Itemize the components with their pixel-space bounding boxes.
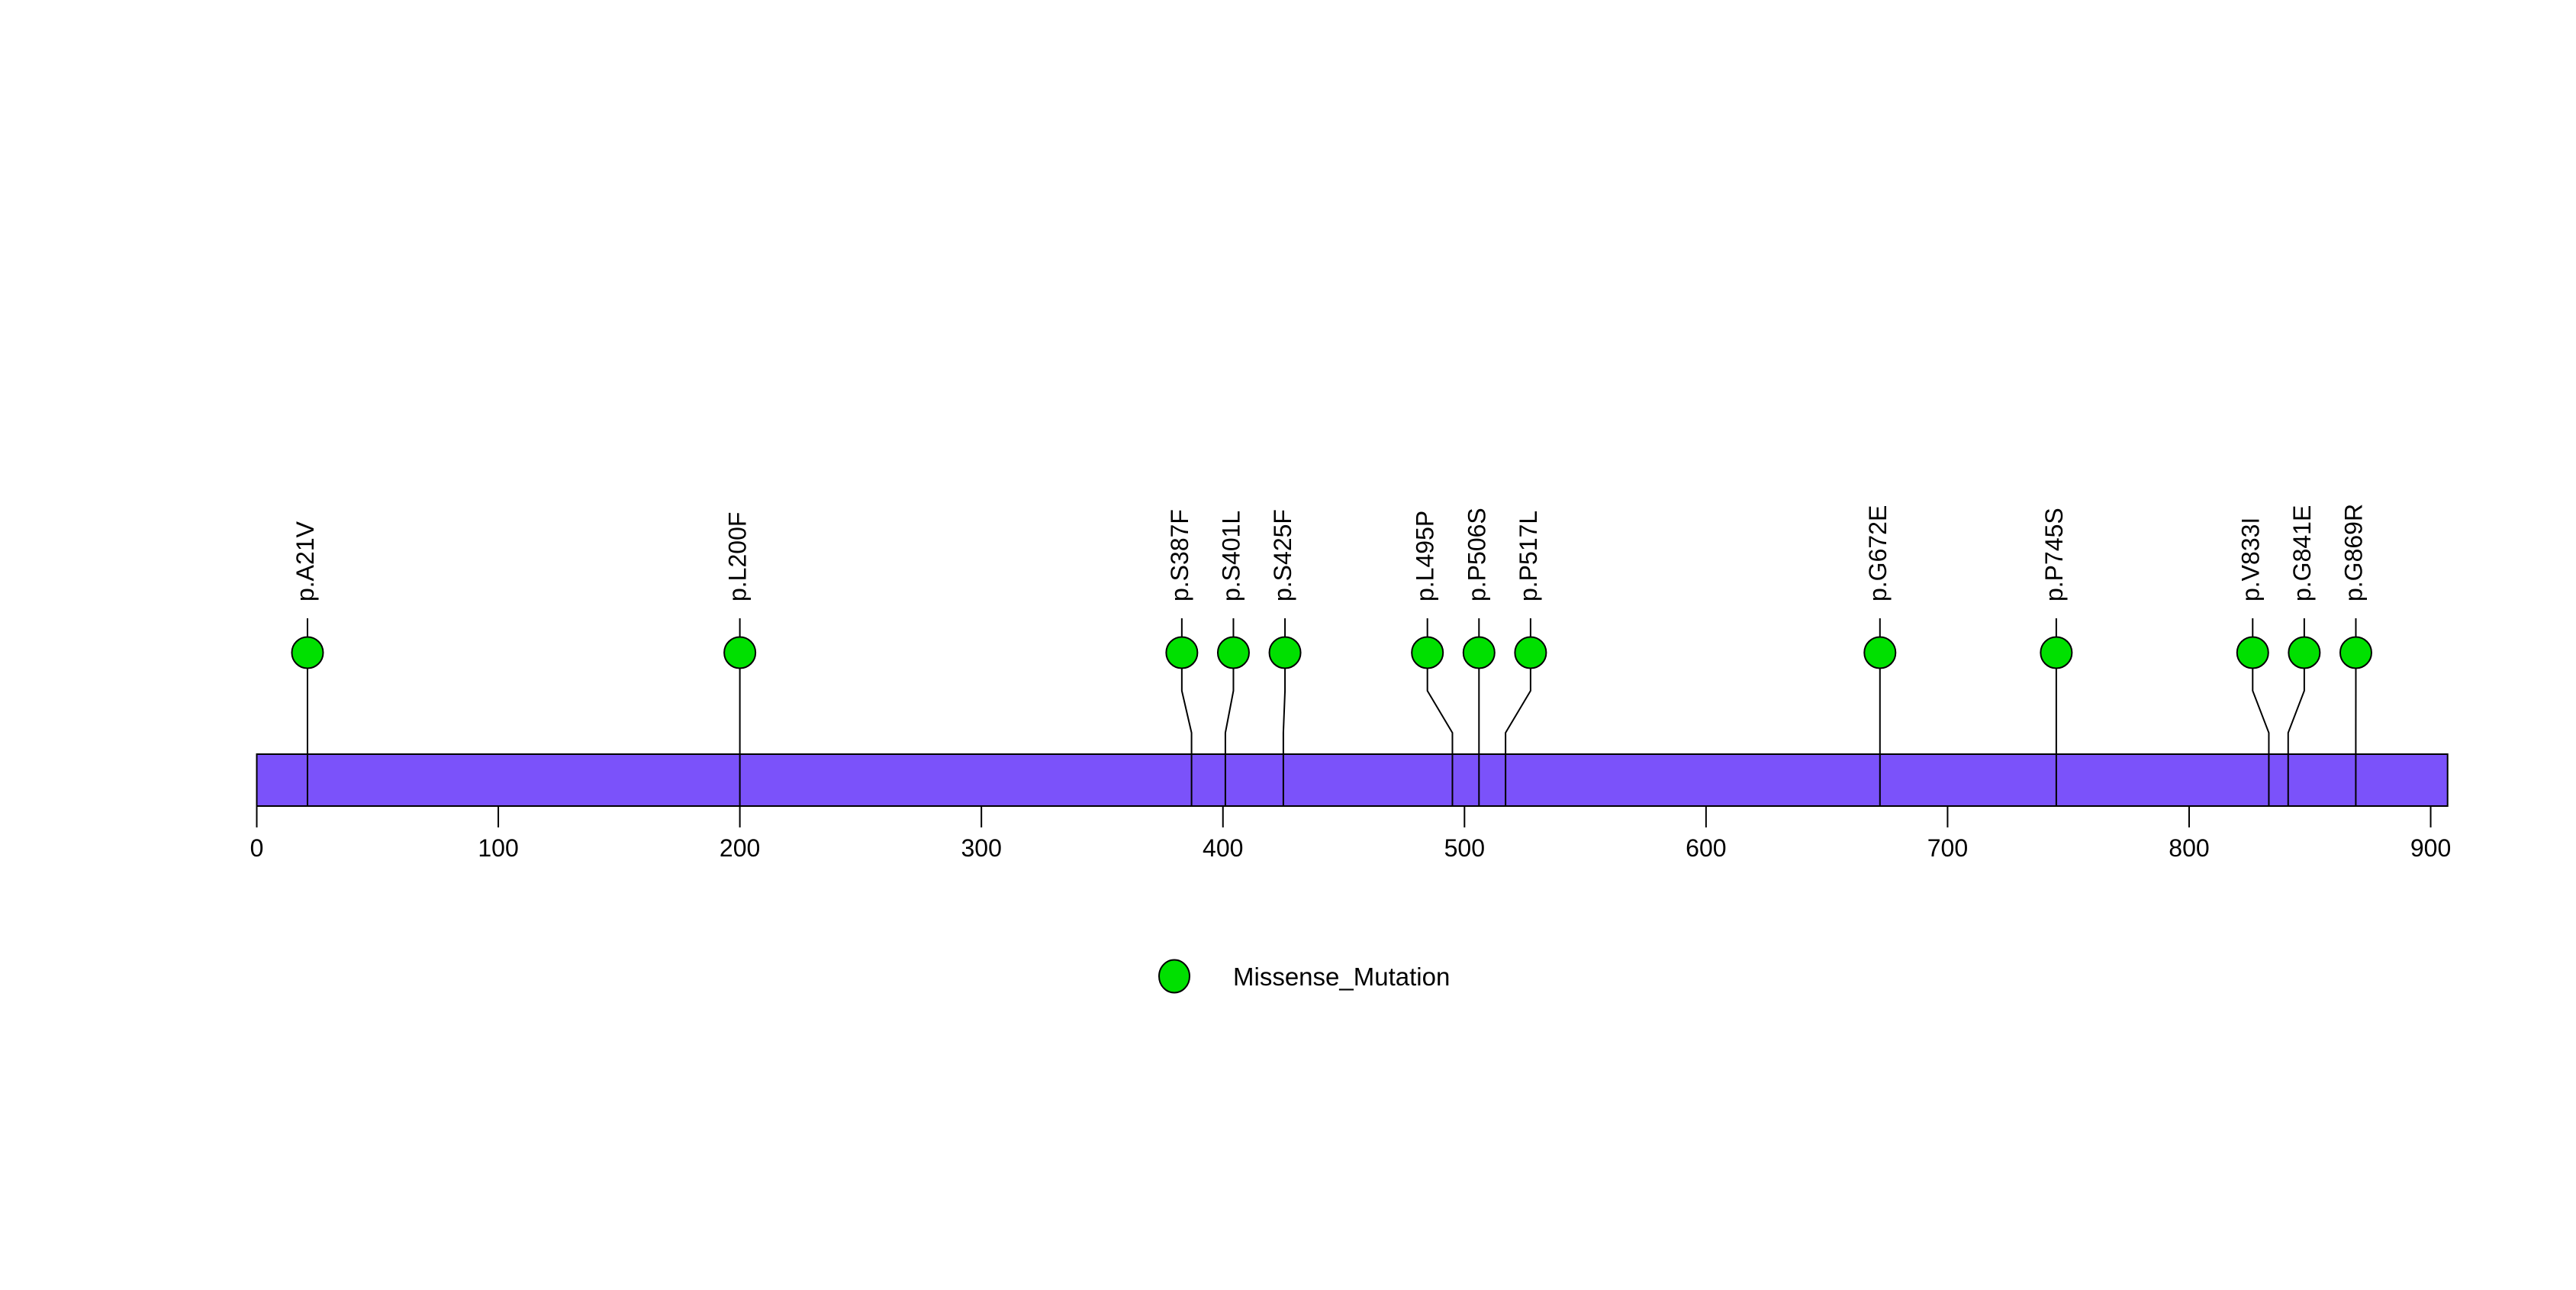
protein-track-layer — [256, 753, 2449, 807]
axis-tick-label: 600 — [1686, 834, 1726, 862]
mutation-circle — [291, 636, 324, 669]
legend-label: Missense_Mutation — [1233, 963, 1450, 991]
mutation-circle — [2339, 636, 2372, 669]
mutation-labels-layer: p.A21V p.L200F p.S387F p.S401L p.S425F p.L495… — [291, 504, 2367, 601]
mutation-label: p.G841E — [2288, 505, 2316, 601]
mutation-label: p.S425F — [1269, 509, 1296, 601]
mutation-label: p.A21V — [291, 521, 319, 601]
mutation-label: p.L495P — [1412, 511, 1439, 601]
axis-tick-label: 200 — [720, 834, 760, 862]
axis-tick-label: 100 — [478, 834, 518, 862]
mutation-label: p.G672E — [1864, 505, 1892, 601]
mutation-circle — [723, 636, 757, 669]
axis-tick-label: 400 — [1203, 834, 1243, 862]
legend: Missense_Mutation — [1158, 959, 1450, 994]
axis-tick-label: 300 — [961, 834, 1001, 862]
mutation-label: p.P506S — [1463, 508, 1490, 601]
x-axis: 0 100 200 300 400 500 600 700 800 900 — [250, 806, 2451, 862]
mutation-circle — [2288, 636, 2321, 669]
mutation-circle — [1514, 636, 1547, 669]
mutation-circle — [1462, 636, 1496, 669]
mutation-label: p.S387F — [1166, 509, 1193, 601]
mutation-circle — [1268, 636, 1302, 669]
protein-domain-bar — [256, 753, 2449, 807]
mutation-circle — [1863, 636, 1897, 669]
mutation-circle — [2040, 636, 2073, 669]
axis-tick-label: 0 — [250, 834, 264, 862]
mutation-label: p.V833I — [2236, 518, 2264, 601]
axis-tick-label: 500 — [1444, 834, 1485, 862]
axis-tick-label: 800 — [2169, 834, 2209, 862]
missense-mutation-legend-marker-icon — [1158, 959, 1190, 994]
mutation-circle — [1411, 636, 1444, 669]
mutation-label: p.P745S — [2040, 508, 2068, 601]
mutation-circle — [1165, 636, 1199, 669]
mutation-circle — [2236, 636, 2269, 669]
mutation-label: p.P517L — [1515, 511, 1542, 601]
lollipop-circles-layer — [291, 636, 2372, 669]
axis-tick-label: 900 — [2410, 834, 2451, 862]
mutation-label: p.L200F — [724, 512, 752, 601]
mutation-label: p.G869R — [2339, 504, 2367, 601]
axis-tick-label: 700 — [1927, 834, 1968, 862]
mutation-label: p.S401L — [1217, 511, 1245, 601]
mutation-circle — [1216, 636, 1250, 669]
